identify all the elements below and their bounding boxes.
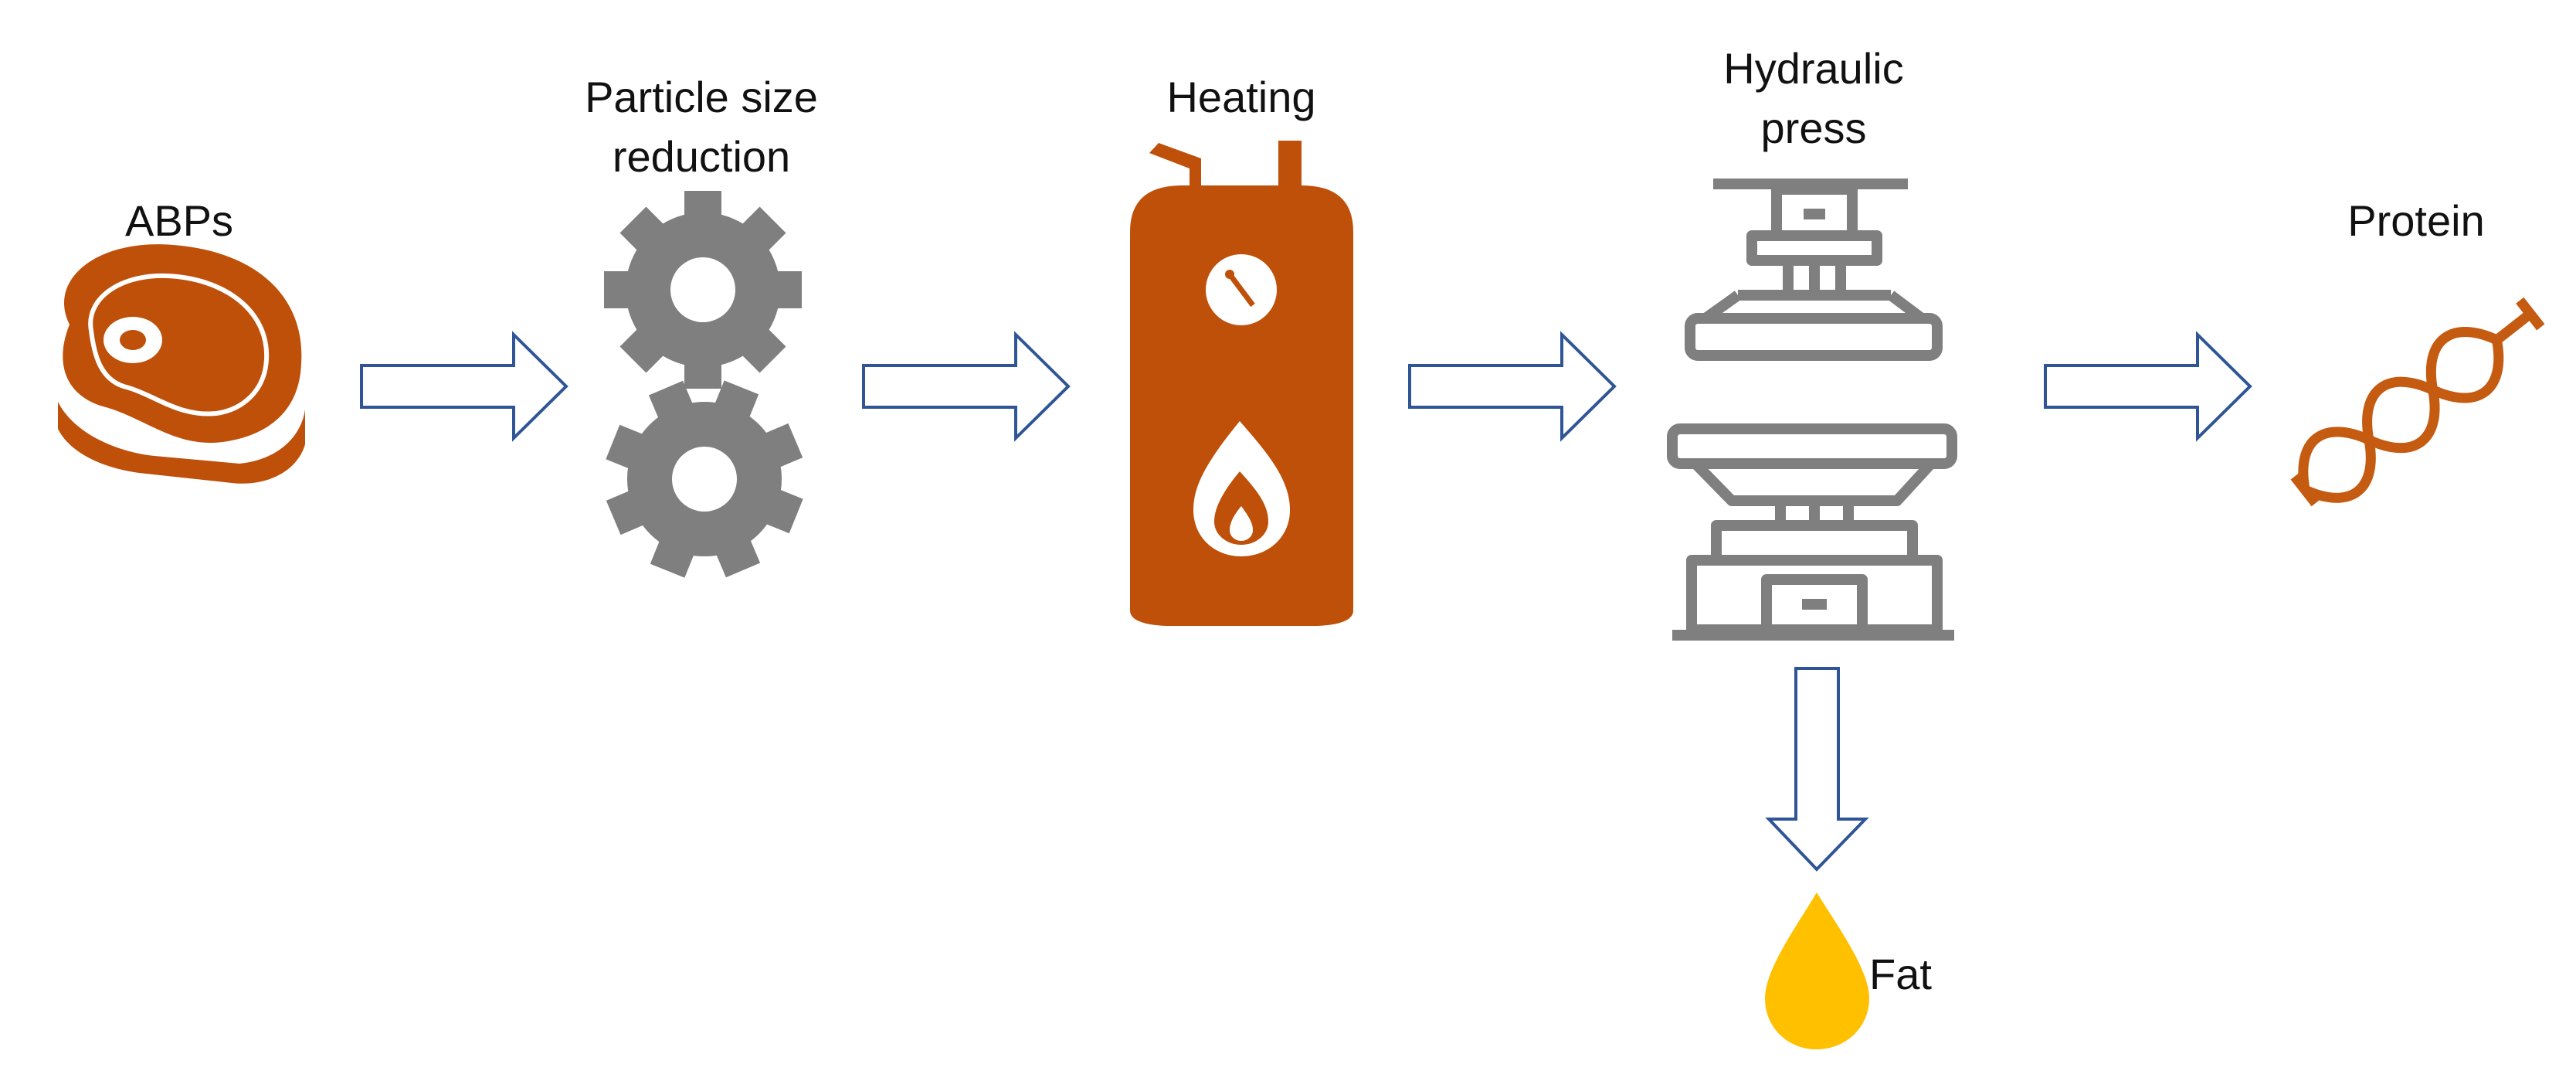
arrow-3 <box>1408 331 1617 442</box>
arrow-2 <box>862 331 1071 442</box>
label-heating: Heating <box>1166 73 1315 121</box>
hydraulic-press-icon <box>1667 178 1957 641</box>
protein-helix-icon <box>2290 297 2545 507</box>
boiler-icon <box>1130 141 1353 626</box>
arrow-down <box>1765 667 1869 872</box>
label-fat: Fat <box>1869 950 1932 998</box>
meat-steak-icon <box>58 244 305 484</box>
label-hydraulic-line1: Hydraulic <box>1723 44 1903 93</box>
label-abps: ABPs <box>125 196 233 245</box>
label-particle-size-line1: Particle size <box>585 73 818 121</box>
arrow-4 <box>2044 331 2252 442</box>
label-hydraulic-line2: press <box>1761 104 1867 152</box>
label-protein: Protein <box>2347 196 2484 245</box>
arrow-1 <box>360 331 568 442</box>
label-particle-size-line2: reduction <box>613 132 790 181</box>
gears-icon <box>604 191 803 578</box>
oil-drop-icon <box>1765 892 1869 1049</box>
